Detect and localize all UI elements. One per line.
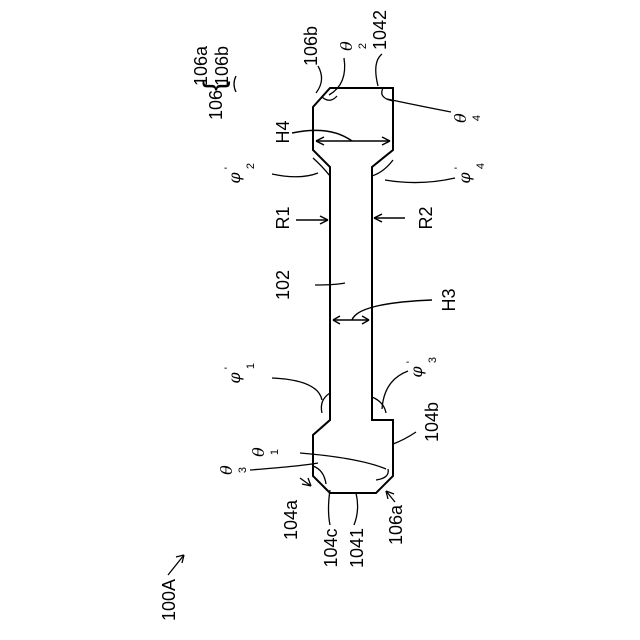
label-106: 106 <box>206 90 226 120</box>
phi-1-symbol: φ <box>225 372 244 384</box>
dimension-h3 <box>333 300 432 324</box>
label-106a: 106a <box>386 504 406 545</box>
label-106a-legend: 106a <box>191 45 211 86</box>
label-1041: 1041 <box>347 528 367 568</box>
theta-4-symbol: θ <box>451 113 470 123</box>
phi-3-symbol: φ <box>407 366 426 378</box>
phi-4-prime: ' <box>453 167 465 169</box>
theta-2-subscript: 2 <box>357 43 369 49</box>
radius-arrows <box>296 214 405 224</box>
phi-3-prime: ' <box>405 361 417 363</box>
phi-1-subscript: 1 <box>245 363 257 369</box>
label-r1: R1 <box>273 206 293 229</box>
phi-2-symbol: φ <box>225 172 244 184</box>
phi-2-subscript: 2 <box>245 163 257 169</box>
theta-4-subscript: 4 <box>471 115 483 121</box>
label-h4: H4 <box>273 120 293 143</box>
theta-1-symbol: θ <box>249 447 268 457</box>
phi-4-symbol: φ <box>455 172 474 184</box>
label-102: 102 <box>273 270 293 300</box>
label-104c: 104c <box>321 528 341 567</box>
label-104b: 104b <box>422 402 442 442</box>
theta-3-subscript: 3 <box>237 467 249 473</box>
leader-lines <box>168 54 455 575</box>
label-104a: 104a <box>281 499 301 540</box>
theta-2-symbol: θ <box>337 41 356 51</box>
phi-2-prime: ' <box>223 167 235 169</box>
dimension-h4 <box>292 130 390 145</box>
label-r2: R2 <box>416 206 436 229</box>
angle-labels: θ 2 θ 4 φ ' 2 φ ' 4 φ ' 1 φ ' 3 <box>217 41 487 475</box>
theta-3-symbol: θ <box>217 465 236 475</box>
phi-4-subscript: 4 <box>475 163 487 169</box>
label-100a: 100A <box>159 579 179 621</box>
label-106b-legend: 106b <box>212 46 232 86</box>
component-outline <box>313 88 393 493</box>
phi-1-prime: ' <box>223 367 235 369</box>
label-106b: 106b <box>301 26 321 66</box>
label-group: 100A 106 106a 106b { 106b 1042 H4 R1 R2 … <box>159 10 459 621</box>
label-h3: H3 <box>439 288 459 311</box>
phi-3-subscript: 3 <box>427 357 439 363</box>
label-1042: 1042 <box>370 10 390 50</box>
theta-1-subscript: 1 <box>269 449 281 455</box>
curly-brace: { <box>198 81 231 91</box>
